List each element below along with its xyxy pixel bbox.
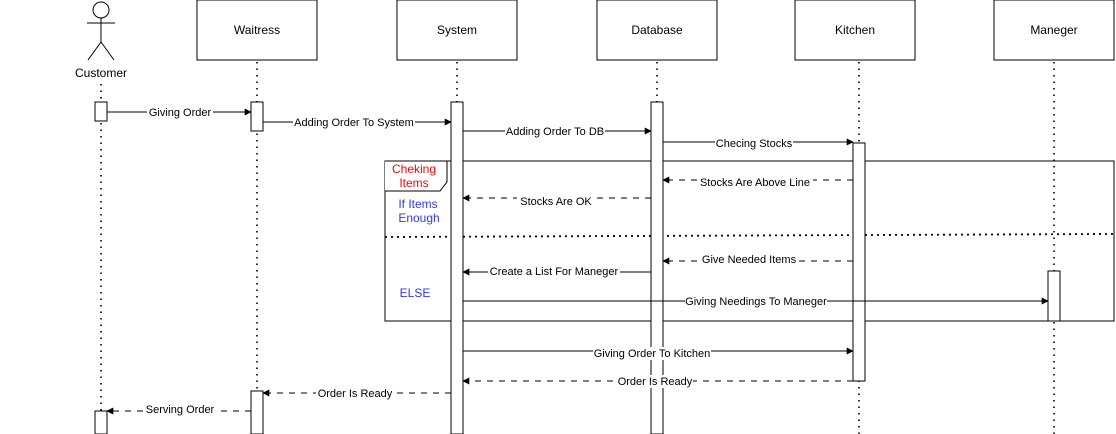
msg-give-needed-items: Give Needed Items: [702, 254, 797, 266]
participant-database-label: Database: [631, 23, 683, 37]
activation-kitchen: [852, 142, 866, 382]
participant-waitress-label: Waitress: [234, 23, 280, 37]
message-labels: Giving Order Adding Order To System Addi…: [145, 105, 827, 416]
activation-system: [450, 101, 464, 434]
sync-messages: [107, 108, 1049, 355]
fragment-divider: [384, 233, 1115, 238]
msg-giving-order: Giving Order: [149, 107, 212, 119]
msg-order-ready-waitress: Order Is Ready: [318, 388, 393, 400]
fragment-title-line1: Cheking: [392, 162, 436, 176]
participant-system: System: [396, 0, 518, 61]
participant-manager: Maneger: [993, 0, 1115, 61]
activation-customer-1: [94, 101, 108, 122]
alt-fragment: Cheking Items If Items Enough ELSE: [384, 160, 1115, 322]
lifelines: [100, 62, 1055, 434]
participant-system-label: System: [437, 23, 477, 37]
participant-kitchen-label: Kitchen: [835, 23, 875, 37]
msg-giving-order-kitchen: Giving Order To Kitchen: [594, 348, 711, 360]
activation-manager: [1047, 270, 1061, 322]
msg-giving-needings: Giving Needings To Maneger: [685, 296, 827, 308]
activation-customer-2: [94, 410, 108, 434]
guard-if-line1: If Items: [398, 197, 437, 211]
msg-stocks-above-line: Stocks Are Above Line: [700, 177, 810, 189]
activation-waitress-1: [250, 101, 264, 132]
participant-database: Database: [596, 0, 718, 61]
msg-order-ready-kitchen: Order Is Ready: [618, 376, 693, 388]
guard-if-line2: Enough: [398, 211, 439, 225]
msg-create-list: Create a List For Maneger: [490, 266, 619, 278]
msg-adding-order-system: Adding Order To System: [294, 117, 414, 129]
msg-serving-order: Serving Order: [146, 404, 215, 416]
guard-else: ELSE: [400, 286, 431, 300]
actor-head: [92, 1, 110, 19]
participant-waitress: Waitress: [196, 0, 318, 61]
participant-manager-label: Maneger: [1030, 23, 1077, 37]
msg-stocks-ok: Stocks Are OK: [520, 196, 592, 208]
actor-customer: [87, 1, 115, 61]
participant-kitchen: Kitchen: [794, 0, 916, 61]
activation-waitress-2: [250, 390, 264, 434]
fragment-title-line2: Items: [399, 176, 428, 190]
msg-adding-order-db: Adding Order To DB: [506, 126, 604, 138]
fragment-title-tab: [385, 160, 448, 192]
actor-customer-label: Customer: [75, 66, 127, 80]
msg-checking-stocks: Checing Stocks: [716, 138, 793, 150]
